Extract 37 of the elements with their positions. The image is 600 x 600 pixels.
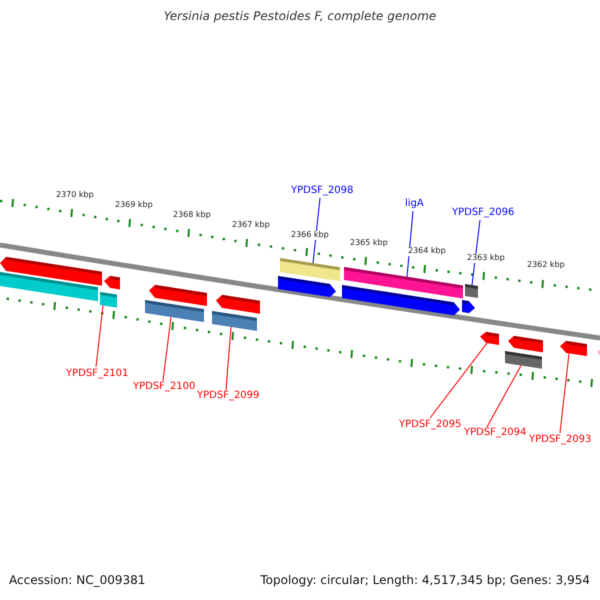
gene-label: YPDSF_2093	[529, 434, 592, 445]
gene-label: YPDSF_2096	[452, 207, 514, 218]
gene-label: YPDSF_2101	[66, 368, 128, 379]
leader-line	[312, 198, 320, 264]
genome-stats-text: Topology: circular; Length: 4,517,345 bp; Genes: 3,954	[260, 574, 590, 588]
leader-line	[226, 326, 232, 390]
gene-label: YPDSF_2099	[197, 390, 260, 401]
gene-label: YPDSF_2098	[291, 185, 354, 196]
scale-label: 2362 kbp	[527, 261, 565, 270]
gene-bar	[505, 351, 542, 369]
scale-label: 2370 kbp	[56, 191, 94, 200]
scale-label: 2365 kbp	[350, 239, 388, 248]
gene-label: YPDSF_2100	[133, 381, 196, 392]
gene-label: ligA	[405, 198, 424, 209]
accession-text: Accession: NC_009381	[9, 574, 146, 588]
scale-label: 2368 kbp	[173, 211, 211, 220]
scale-label: 2367 kbp	[232, 221, 270, 230]
leader-line	[430, 342, 488, 418]
gene-bar	[100, 292, 117, 308]
gene-bar	[212, 311, 257, 331]
scale-label: 2369 kbp	[115, 201, 153, 210]
leader-line	[406, 210, 414, 278]
gene-block	[560, 340, 587, 356]
gene-bar	[280, 258, 340, 282]
leader-line	[96, 304, 104, 368]
gene-bar	[145, 300, 204, 322]
scale-label: 2364 kbp	[408, 247, 446, 256]
leader-line	[486, 364, 522, 428]
gene-label: YPDSF_2095	[399, 419, 462, 430]
gene-block	[480, 332, 499, 345]
scale-label: 2366 kbp	[291, 231, 329, 240]
genome-title: Yersinia pestis Pestoides F, complete genome	[162, 10, 438, 24]
scale-label: 2363 kbp	[467, 254, 505, 263]
gene-label: YPDSF_2094	[464, 427, 526, 438]
leader-line	[560, 352, 570, 434]
gene-bar	[465, 284, 478, 298]
leader-line	[162, 316, 172, 382]
